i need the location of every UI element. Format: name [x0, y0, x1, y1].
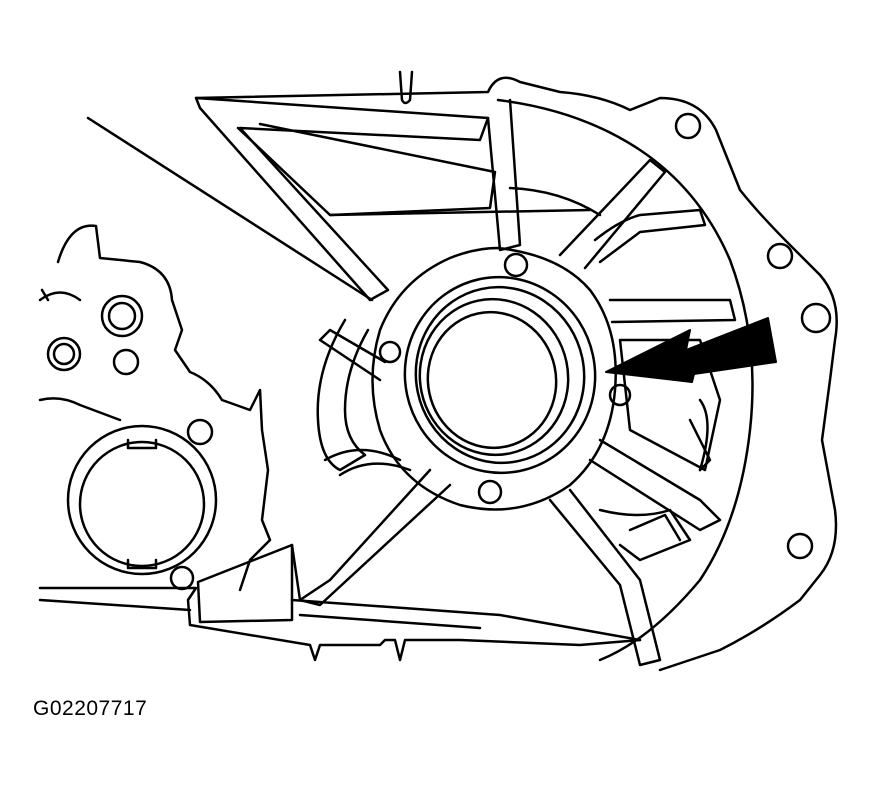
lower-rail-3	[290, 598, 642, 642]
boss-bolt-hole	[503, 252, 529, 278]
housing-hole	[186, 418, 214, 446]
housing-hole	[112, 348, 140, 376]
figure-id-label: G02207717	[33, 697, 148, 720]
left-pocket-arc-2	[338, 462, 412, 477]
shaft-spline-notch-top	[126, 438, 158, 450]
left-pocket	[316, 318, 370, 472]
boss-bolt-hole	[477, 479, 503, 505]
left-housing	[56, 224, 272, 592]
bore-inner	[426, 310, 558, 450]
shaft-spline-notch-bottom	[126, 558, 158, 570]
lower-rail	[38, 586, 642, 662]
left-housing-edge	[38, 291, 82, 302]
housing-hole	[169, 565, 195, 591]
filled-arrow-left-icon	[605, 317, 777, 383]
seal-outer-ring	[403, 275, 597, 475]
rib-right-upper	[593, 208, 707, 264]
upper-web-inner	[236, 122, 497, 217]
upper-web	[194, 96, 490, 302]
leader-line	[86, 116, 374, 302]
housing-hole	[46, 336, 82, 372]
rib-right-lower	[588, 438, 722, 532]
rib-right	[608, 298, 737, 324]
top-hook	[398, 70, 414, 105]
lower-wedge-edge	[290, 543, 302, 602]
pocket-right-fin	[688, 418, 712, 472]
housing-hole-inner	[107, 301, 137, 331]
housing-hole-inner	[52, 342, 76, 366]
upper-rib	[328, 208, 592, 217]
lower-wedge	[196, 543, 294, 624]
housing-hole	[100, 294, 144, 338]
bolt-hole	[800, 302, 832, 334]
left-housing-lower	[38, 397, 122, 422]
boss-bolt-hole	[378, 340, 402, 364]
lower-rail-2	[38, 598, 192, 612]
bolt-hole	[674, 112, 702, 140]
boss-bolt-hole	[608, 383, 632, 407]
pocket-right-inner	[698, 398, 709, 472]
lower-rail-4	[298, 613, 482, 630]
boss-flange	[371, 246, 617, 511]
left-pocket-arc	[323, 448, 402, 462]
rib-left	[318, 328, 387, 382]
top-rib	[486, 98, 522, 252]
bolt-hole	[786, 532, 814, 560]
shaft-bore-inner	[78, 440, 206, 568]
rib-lower-right	[548, 488, 662, 667]
shaft-bore-outer	[66, 424, 218, 576]
case-outer-outline	[194, 76, 838, 672]
pocket-bottom-2	[628, 513, 682, 542]
left-housing-step	[40, 288, 50, 302]
pocket-bottom	[598, 508, 692, 562]
seal-lip-ring	[418, 297, 570, 457]
seal-middle-ring	[414, 285, 586, 465]
bolt-hole	[766, 242, 794, 270]
upper-rib-2	[508, 186, 602, 217]
